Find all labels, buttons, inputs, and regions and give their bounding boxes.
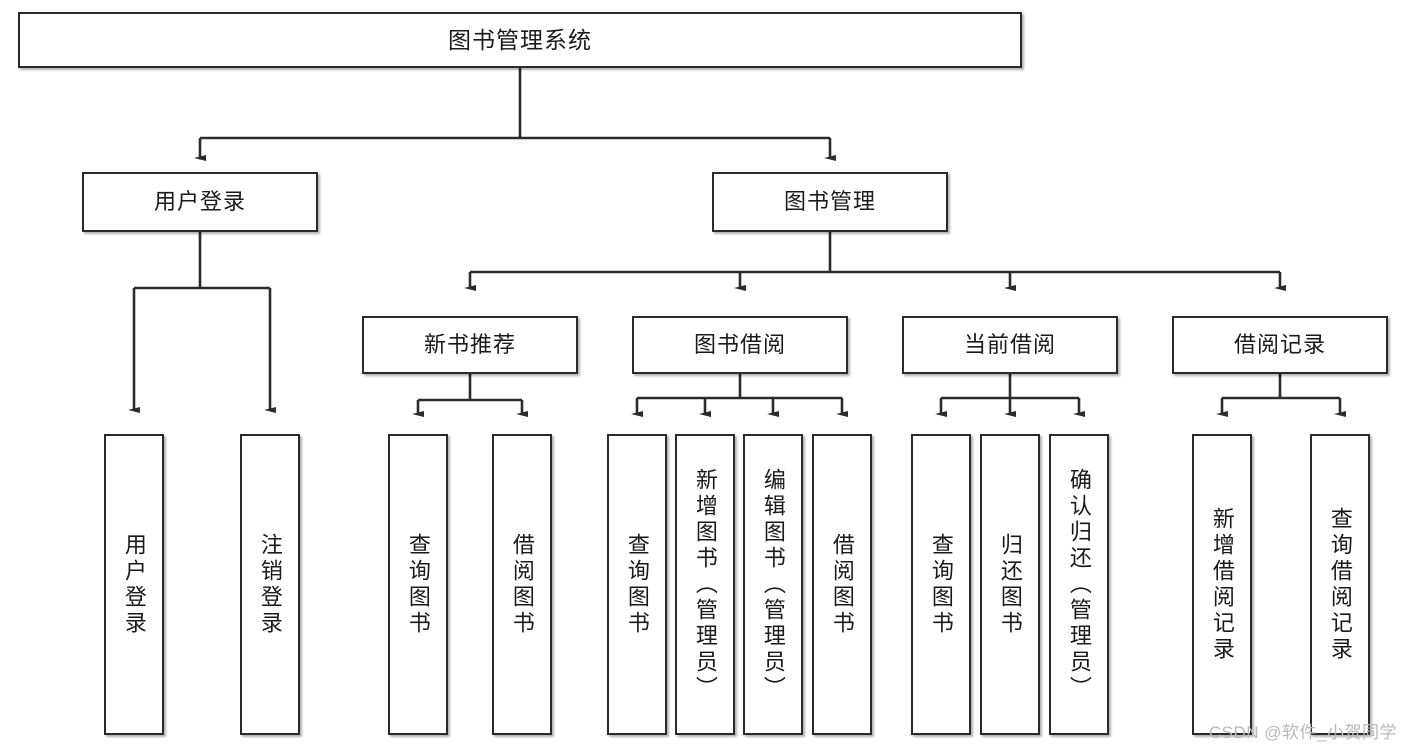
node-leaf-confirm-return-admin[interactable]: 确认归还（管理员） [1049, 434, 1109, 735]
node-label: 查询图书 [928, 532, 954, 637]
node-root-system[interactable]: 图书管理系统 [18, 12, 1022, 68]
node-current-borrow[interactable]: 当前借阅 [902, 316, 1118, 374]
node-label: 图书管理 [783, 189, 876, 215]
node-leaf-return-book[interactable]: 归还图书 [980, 434, 1040, 735]
node-borrow-record[interactable]: 借阅记录 [1172, 316, 1388, 374]
node-label: 用户登录 [153, 189, 246, 215]
node-leaf-add-borrow-record[interactable]: 新增借阅记录 [1192, 434, 1252, 735]
node-leaf-edit-book-admin[interactable]: 编辑图书（管理员） [743, 434, 803, 735]
node-label: 注销登录 [257, 532, 283, 637]
node-book-management[interactable]: 图书管理 [712, 172, 948, 232]
node-label: 查询图书 [624, 532, 650, 637]
node-leaf-borrow-book[interactable]: 借阅图书 [812, 434, 872, 735]
node-leaf-add-book-admin[interactable]: 新增图书（管理员） [675, 434, 735, 735]
node-label: 图书管理系统 [448, 26, 592, 53]
node-label: 图书借阅 [693, 332, 786, 358]
csdn-watermark: CSDN @软件_小贺同学 [1208, 723, 1397, 742]
node-user-login[interactable]: 用户登录 [82, 172, 318, 232]
node-label: 新增借阅记录 [1209, 506, 1235, 663]
node-leaf-query-book-borrow[interactable]: 查询图书 [607, 434, 667, 735]
node-label: 确认归还（管理员） [1066, 467, 1092, 702]
node-leaf-query-book-current[interactable]: 查询图书 [911, 434, 971, 735]
node-leaf-query-book-recommend[interactable]: 查询图书 [388, 434, 448, 735]
node-book-borrow[interactable]: 图书借阅 [632, 316, 848, 374]
node-label: 当前借阅 [963, 332, 1056, 358]
node-leaf-logout[interactable]: 注销登录 [240, 434, 300, 735]
node-label: 归还图书 [997, 532, 1023, 637]
node-leaf-user-login[interactable]: 用户登录 [104, 434, 164, 735]
node-leaf-borrow-book-recommend[interactable]: 借阅图书 [492, 434, 552, 735]
node-label: 借阅图书 [509, 532, 535, 637]
node-label: 查询借阅记录 [1327, 506, 1353, 663]
node-label: 用户登录 [121, 532, 147, 637]
node-label: 新增图书（管理员） [692, 467, 718, 702]
node-label: 编辑图书（管理员） [760, 467, 786, 702]
node-label: 借阅图书 [829, 532, 855, 637]
node-leaf-query-borrow-record[interactable]: 查询借阅记录 [1310, 434, 1370, 735]
node-label: 新书推荐 [423, 332, 516, 358]
node-label: 借阅记录 [1233, 332, 1326, 358]
node-new-book-recommend[interactable]: 新书推荐 [362, 316, 578, 374]
node-label: 查询图书 [405, 532, 431, 637]
